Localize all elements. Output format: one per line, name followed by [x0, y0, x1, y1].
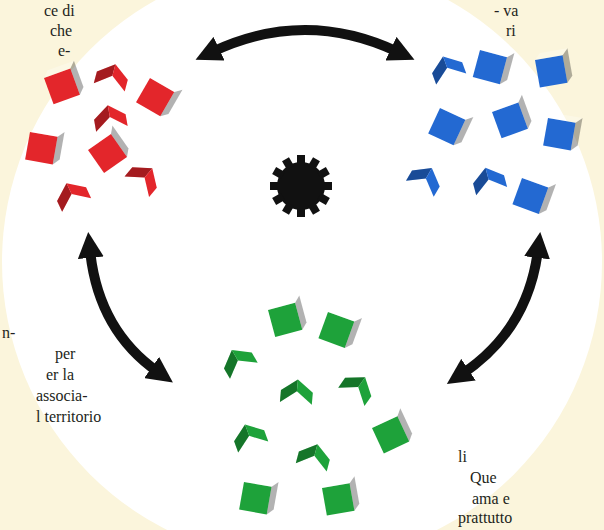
- text-fragment: prattutto: [458, 509, 512, 527]
- text-fragment: associa-: [36, 387, 88, 405]
- text-fragment: e-: [58, 42, 70, 60]
- text-fragment: per: [55, 345, 75, 363]
- cycle-arrows: [90, 30, 538, 374]
- text-fragment: n-: [2, 324, 15, 342]
- blue-pieces: [406, 44, 583, 216]
- text-fragment: l territorio: [36, 408, 101, 426]
- text-fragment: che: [50, 22, 72, 40]
- text-fragment: ce di: [44, 2, 75, 20]
- text-fragment: ama e: [472, 490, 510, 508]
- text-fragment: ri: [506, 22, 516, 40]
- text-fragment: Que: [470, 469, 497, 487]
- text-fragment: - va: [494, 2, 518, 20]
- green-pieces: [218, 295, 415, 515]
- red-pieces: [25, 60, 182, 212]
- text-fragment: li: [458, 448, 467, 466]
- text-fragment: er la: [46, 366, 74, 384]
- gear-symbol: [270, 155, 332, 217]
